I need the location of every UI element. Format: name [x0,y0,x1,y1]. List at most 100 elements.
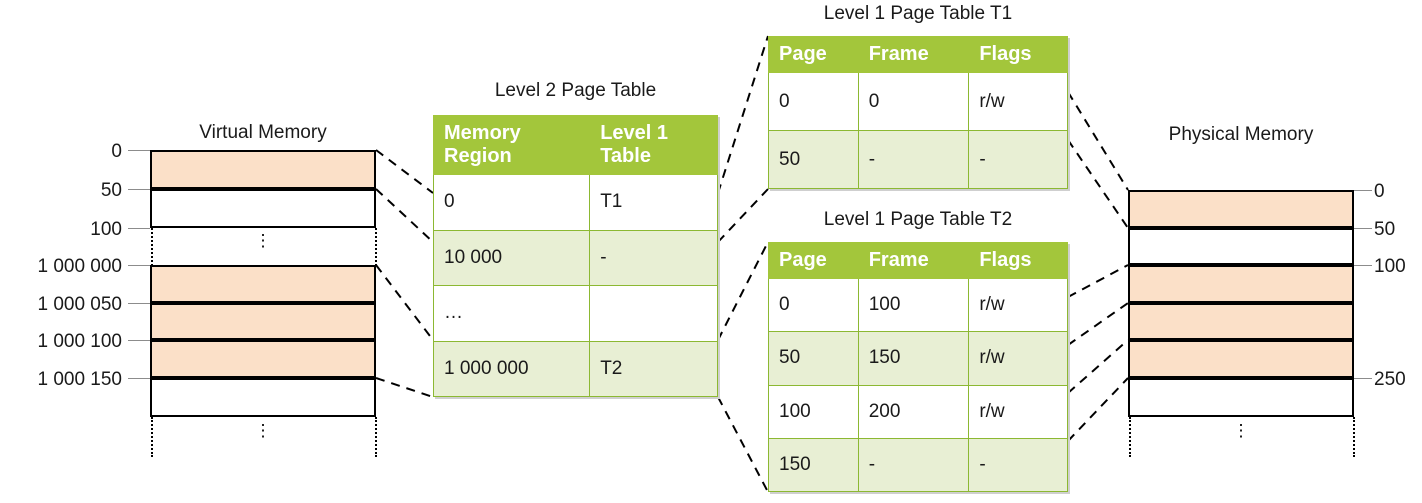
t2-header-flags: Flags [968,242,1068,279]
level2-header-level1-table: Level 1 Table [589,115,718,175]
vm-tick-line-1000000 [128,265,150,266]
pm-block-5 [1128,378,1354,417]
vm-gap-right-dots [375,228,377,266]
vm-block-5 [150,378,376,417]
pm-block-1 [1128,228,1354,265]
vm-tick-label-1000050: 1 000 050 [37,294,122,315]
level2-cell-table-3: T2 [589,340,718,397]
level2-cell-region-3: 1 000 000 [432,340,591,397]
level2-header-level1-table-line1: Level 1 [600,122,669,144]
vm-tick-line-100 [128,228,150,229]
t2-cell-flags-1: r/w [968,331,1068,386]
pm-block-0 [1128,190,1354,228]
table-row: 0 T1 [432,174,718,231]
vm-tick-label-1000100: 1 000 100 [37,331,122,352]
level2-cell-table-2 [589,285,718,342]
vm-tick-label-100: 100 [90,219,122,240]
t2-cell-page-1: 50 [768,331,859,386]
pm-tick-label-100: 100 [1374,256,1406,277]
connector-t2row1-pm150 [1067,302,1129,346]
level1-page-table-t2: Page Frame Flags 0 100 r/w 50 150 r/w 10… [768,242,1068,493]
connector-l2row0-t1bottom [717,188,769,243]
table-row: 150 - - [768,437,1068,493]
connector-vm1m150-l2row3 [375,377,434,398]
t1-header-flags: Flags [968,36,1068,73]
t2-header-frame: Frame [857,242,970,279]
connector-l2row3-t2bottom [717,396,769,493]
t1-header-page: Page [768,36,859,73]
connector-vm0-l2row0 [375,149,434,194]
vm-tick-line-1000150 [128,378,150,379]
physical-memory-title: Physical Memory [1168,124,1314,145]
vm-tick-line-1000050 [128,303,150,304]
connector-t1row1-pm50 [1067,139,1129,229]
vm-gap-ellipsis-glyph: ⋮ [254,231,272,250]
level2-cell-table-1: - [589,229,718,286]
pm-tick-label-50: 50 [1374,219,1396,240]
t2-cell-frame-2: 200 [857,384,970,439]
vm-block-2 [150,265,376,303]
t2-cell-frame-3: - [857,437,970,493]
t2-cell-page-2: 100 [768,384,859,439]
vm-bottom-left-dots [151,417,153,457]
level2-cell-region-1: 10 000 [432,229,591,286]
connector-l2row0-t1top [717,35,769,194]
vm-block-1 [150,189,376,228]
vm-tick-line-50 [128,189,150,190]
level2-header-level1-table-line2: Table [600,145,651,167]
t1-header-frame: Frame [857,36,970,73]
table-row: 1 000 000 T2 [432,340,718,397]
pm-tick-line-50 [1354,228,1372,229]
pm-tick-label-0: 0 [1374,181,1385,202]
level2-cell-table-0: T1 [589,174,718,231]
connector-l2row3-t2top [717,241,769,341]
level2-page-table: Memory Region Level 1 Table 0 T1 10 000 … [432,115,718,397]
t1-cell-frame-1: - [857,130,970,189]
table-row: 50 - - [768,130,1068,189]
level1-page-table-t1: Page Frame Flags 0 0 r/w 50 - - [768,36,1068,189]
vm-tick-line-0 [128,150,150,151]
vm-bottom-right-dots [375,417,377,457]
vm-tick-label-1000150: 1 000 150 [37,369,122,390]
level2-header-memory-region-line1: Memory [444,122,521,144]
vm-tick-label-0: 0 [111,141,122,162]
level2-cell-region-2: … [432,285,591,342]
level1-t2-title: Level 1 Page Table T2 [823,209,1013,230]
vm-gap-ellipsis: ⋮ [243,231,283,250]
vm-tick-label-50: 50 [100,180,122,201]
connector-vm50-l2row1 [375,188,434,243]
vm-block-3 [150,303,376,340]
vm-block-0 [150,150,376,189]
table-row: 10 000 - [432,229,718,286]
t2-cell-frame-0: 100 [857,277,970,333]
pm-tick-line-0 [1354,190,1372,191]
t2-cell-page-3: 150 [768,437,859,493]
level2-header-memory-region-line2: Region [444,145,512,167]
connector-t1row0-pm0 [1067,91,1129,191]
vm-bottom-ellipsis-glyph: ⋮ [254,421,272,440]
t2-cell-flags-2: r/w [968,384,1068,439]
pm-block-2 [1128,265,1354,303]
t1-cell-flags-1: - [968,130,1068,189]
t1-cell-page-0: 0 [768,72,859,131]
level2-header-row: Memory Region Level 1 Table [432,115,718,175]
t2-cell-flags-3: - [968,437,1068,493]
table-row: … [432,285,718,342]
vm-tick-line-1000100 [128,340,150,341]
table-row: 50 150 r/w [768,331,1068,386]
pm-bottom-right-dots [1353,417,1355,457]
pm-tick-label-250: 250 [1374,369,1406,390]
t2-cell-page-0: 0 [768,277,859,333]
level1-t1-title: Level 1 Page Table T1 [823,3,1013,24]
vm-block-4 [150,340,376,378]
vm-gap-left-dots [151,228,153,266]
pm-bottom-ellipsis-glyph: ⋮ [1232,421,1250,440]
t1-header-row: Page Frame Flags [768,36,1068,73]
table-row: 100 200 r/w [768,384,1068,439]
t1-cell-page-1: 50 [768,130,859,189]
pm-block-3 [1128,303,1354,340]
pm-bottom-ellipsis: ⋮ [1221,421,1261,440]
level2-cell-region-0: 0 [432,174,591,231]
t2-header-page: Page [768,242,859,279]
